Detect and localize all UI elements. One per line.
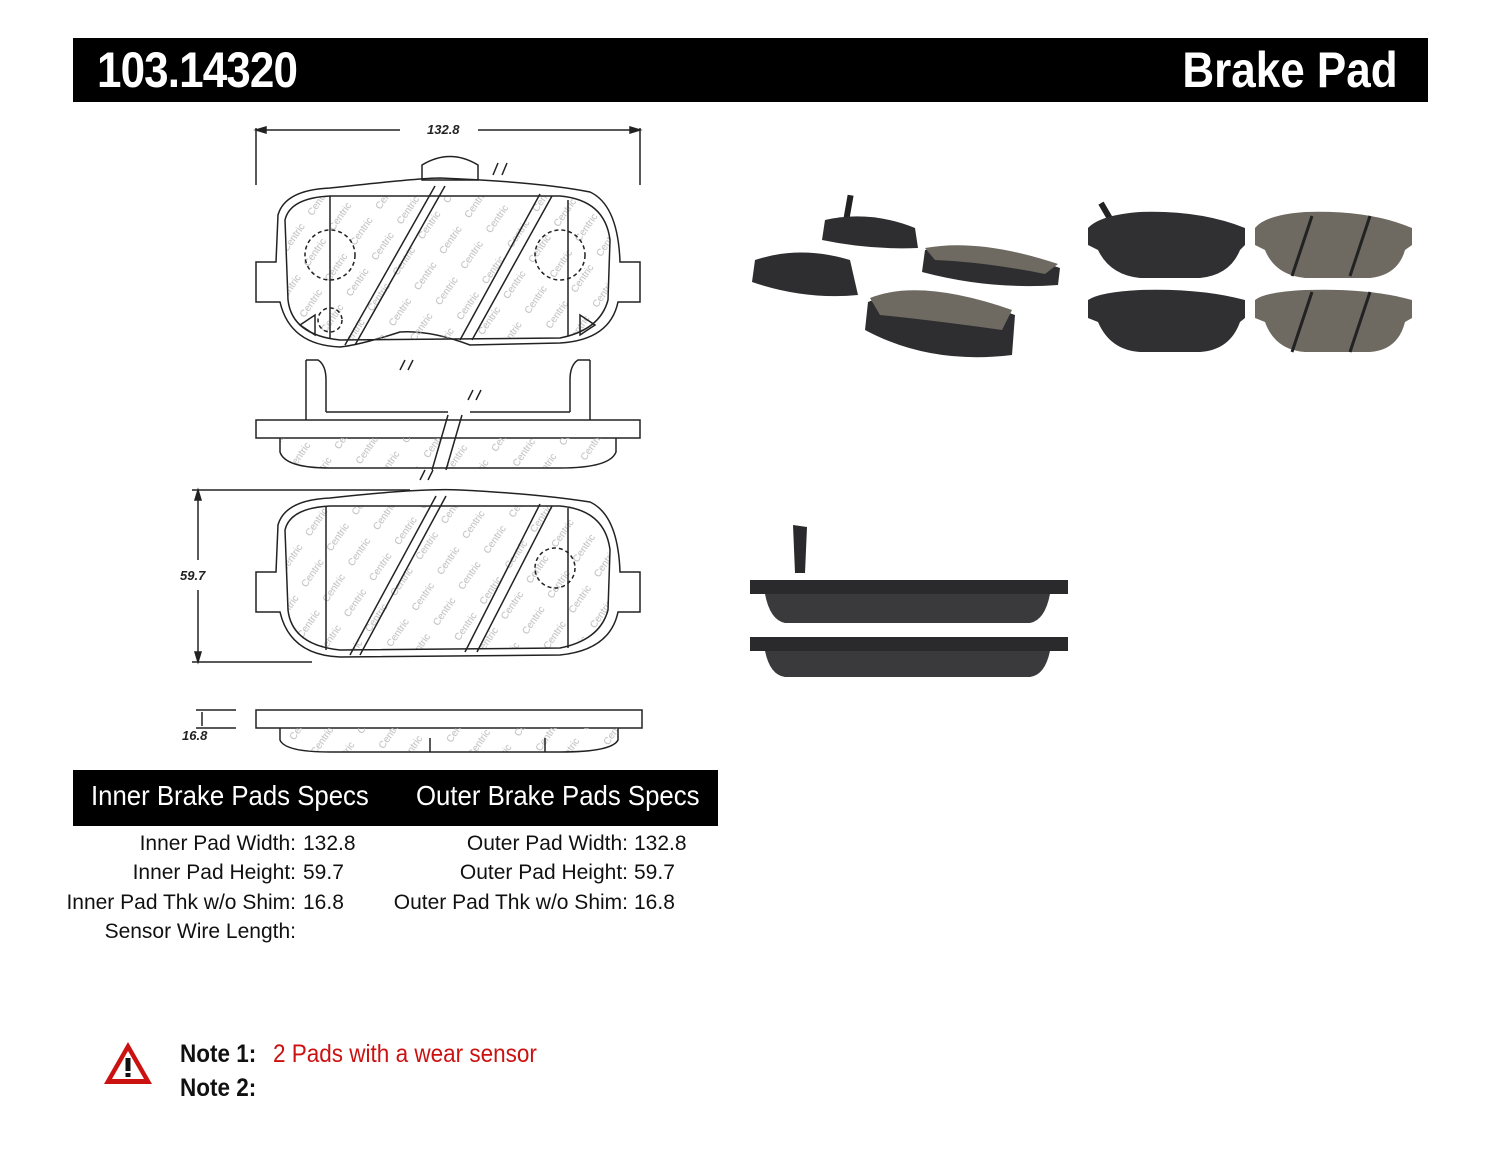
outer-spec-label: Outer Pad Thk w/o Shim: xyxy=(393,891,628,914)
inner-spec-label: Inner Pad Width: xyxy=(139,832,296,855)
pad-top-view xyxy=(255,155,641,348)
note-1-value: 2 Pads with a wear sensor xyxy=(273,1040,537,1068)
outer-spec-label: Outer Pad Height: xyxy=(459,861,628,884)
header-bar: 103.14320 Brake Pad xyxy=(73,38,1428,102)
height-dimension xyxy=(192,487,410,665)
inner-spec-label: Inner Pad Height: xyxy=(132,861,296,884)
inner-spec-label: Inner Pad Thk w/o Shim: xyxy=(66,891,296,914)
product-photo-side xyxy=(750,525,1068,677)
product-type: Brake Pad xyxy=(1182,42,1398,98)
inner-spec-value: 132.8 xyxy=(303,832,356,855)
width-dimension-label: 132.8 xyxy=(427,122,460,137)
specs-header-bar: Inner Brake Pads Specs Outer Brake Pads … xyxy=(73,770,718,826)
note-1-label: Note 1: xyxy=(180,1040,257,1068)
outer-spec-value: 16.8 xyxy=(634,891,675,914)
outer-specs-title: Outer Brake Pads Specs xyxy=(416,780,700,811)
outer-spec-value: 132.8 xyxy=(634,832,687,855)
product-photo-flat xyxy=(1088,201,1412,353)
outer-spec-value: 59.7 xyxy=(634,861,675,884)
inner-spec-label: Sensor Wire Length: xyxy=(104,920,296,943)
inner-spec-value: 16.8 xyxy=(303,891,344,914)
inner-spec-value: 59.7 xyxy=(303,861,344,884)
inner-specs-title: Inner Brake Pads Specs xyxy=(91,780,369,811)
technical-drawing: Centric 132.8 xyxy=(180,122,643,753)
warning-triangle-icon xyxy=(104,1042,152,1084)
thickness-dimension-label: 16.8 xyxy=(182,728,208,743)
pad-face-view xyxy=(255,469,641,658)
pad-side-view-top xyxy=(255,359,641,471)
note-2-label: Note 2: xyxy=(180,1074,257,1102)
part-number: 103.14320 xyxy=(97,42,298,98)
height-dimension-label: 59.7 xyxy=(180,568,206,583)
product-photo-angled xyxy=(752,194,1060,358)
outer-spec-label: Outer Pad Width: xyxy=(466,832,628,855)
pad-thickness-view xyxy=(196,709,643,753)
width-dimension xyxy=(253,125,643,185)
